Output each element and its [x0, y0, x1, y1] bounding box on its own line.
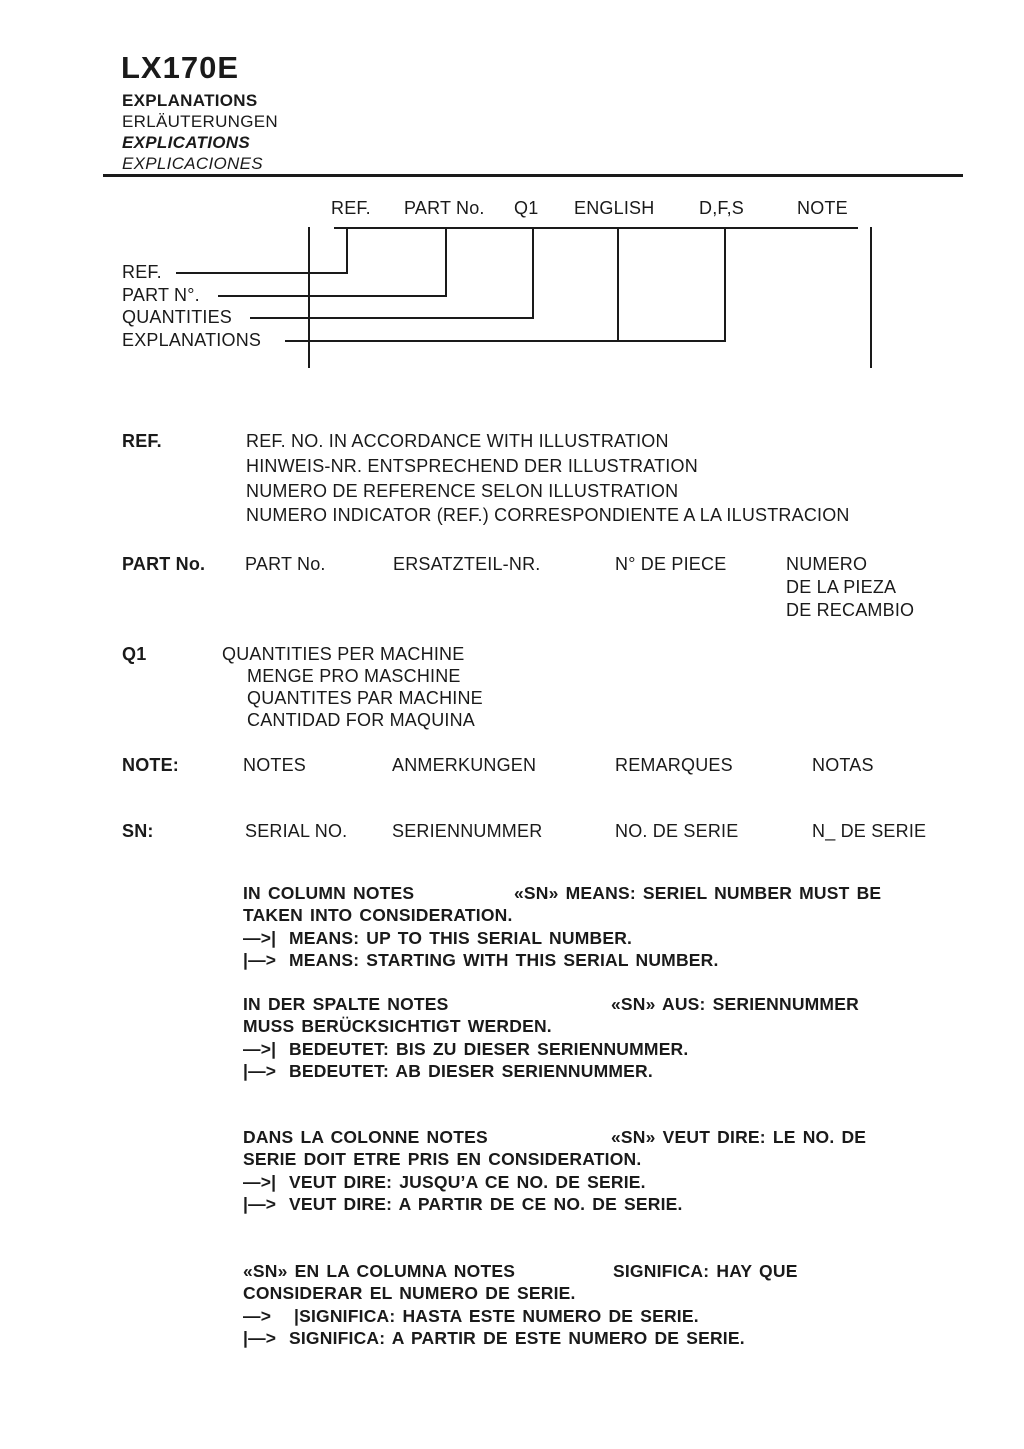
connector-explanations-label-line [285, 340, 726, 342]
def-q1-french: QUANTITES PAR MACHINE [247, 688, 483, 708]
def-q1-term: Q1 [122, 644, 147, 664]
sn-note-es-sn-phrase: SIGNIFICA: HAY QUE [613, 1261, 798, 1281]
connector-q1-drop [532, 227, 534, 319]
row-label-quantities: QUANTITIES [122, 307, 233, 327]
connector-ref-drop [346, 227, 348, 274]
sn-note-en-arrow-from: |—> [243, 950, 277, 970]
sn-note-fr-line2: SERIE DOIT ETRE PRIS EN CONSIDERATION. [243, 1149, 642, 1169]
sn-note-de-from: BEDEUTET: AB DIESER SERIENNUMMER. [289, 1061, 653, 1081]
def-sn-german: SERIENNUMMER [392, 821, 543, 841]
sn-note-fr-sn-phrase: «SN» VEUT DIRE: LE NO. DE [611, 1127, 867, 1147]
def-ref-spanish: NUMERO INDICATOR (REF.) CORRESPONDIENTE … [246, 505, 850, 525]
sn-note-es-arrow-from: |—> [243, 1328, 277, 1348]
def-part-english: PART No. [245, 554, 326, 574]
sn-note-en-arrow-upto: —>| [243, 928, 277, 948]
header-divider [103, 174, 963, 177]
subtitle-french: EXPLICATIONS [122, 133, 250, 152]
sn-note-de-upto: BEDEUTET: BIS ZU DIESER SERIENNUMMER. [289, 1039, 689, 1059]
connector-dfs-drop [724, 227, 726, 342]
def-q1-spanish: CANTIDAD FOR MAQUINA [247, 710, 476, 730]
connector-quantities-label-line [250, 317, 534, 319]
subtitle-english: EXPLANATIONS [122, 91, 258, 110]
def-sn-spanish: N_ DE SERIE [812, 821, 927, 841]
sn-note-en-sn-phrase: «SN» MEANS: SERIEL NUMBER MUST BE [514, 883, 882, 903]
row-label-explanations: EXPLANATIONS [122, 330, 262, 350]
def-q1-german: MENGE PRO MASCHINE [247, 666, 461, 686]
sn-note-es-line2: CONSIDERAR EL NUMERO DE SERIE. [243, 1283, 576, 1303]
sn-note-de-arrow-upto: —>| [243, 1039, 277, 1059]
column-header-english: ENGLISH [574, 198, 655, 218]
def-note-term: NOTE: [122, 755, 179, 775]
sn-note-en-upto: MEANS: UP TO THIS SERIAL NUMBER. [289, 928, 633, 948]
sn-note-es-arrow-upto: —> [243, 1306, 272, 1326]
def-part-german: ERSATZTEIL-NR. [393, 554, 541, 574]
column-header-part: PART No. [404, 198, 485, 218]
def-part-spanish-line2: DE LA PIEZA [786, 577, 897, 597]
def-ref-term: REF. [122, 431, 162, 451]
def-ref-german: HINWEIS-NR. ENTSPRECHEND DER ILLUSTRATIO… [246, 456, 698, 476]
connector-english-drop [617, 227, 619, 342]
sn-note-en-intro: IN COLUMN NOTES [243, 883, 415, 903]
sn-note-es-upto: |SIGNIFICA: HASTA ESTE NUMERO DE SERIE. [294, 1306, 699, 1326]
def-sn-english: SERIAL NO. [245, 821, 348, 841]
def-part-term: PART No. [122, 554, 206, 574]
def-note-german: ANMERKUNGEN [392, 755, 537, 775]
sn-note-fr-from: VEUT DIRE: A PARTIR DE CE NO. DE SERIE. [289, 1194, 683, 1214]
def-note-english: NOTES [243, 755, 307, 775]
column-header-q1: Q1 [514, 198, 539, 218]
def-q1-english: QUANTITIES PER MACHINE [222, 644, 465, 664]
legend-right-border-line [870, 227, 872, 368]
row-label-part: PART N°. [122, 285, 200, 305]
sn-note-de-intro: IN DER SPALTE NOTES [243, 994, 449, 1014]
def-part-spanish-line3: DE RECAMBIO [786, 600, 915, 620]
sn-note-en-line2: TAKEN INTO CONSIDERATION. [243, 905, 513, 925]
column-header-ref: REF. [331, 198, 371, 218]
def-sn-term: SN: [122, 821, 154, 841]
sn-note-en-from: MEANS: STARTING WITH THIS SERIAL NUMBER. [289, 950, 719, 970]
legend-left-border-line [308, 227, 310, 368]
sn-note-fr-arrow-upto: —>| [243, 1172, 277, 1192]
legend-header-line [334, 227, 858, 229]
def-note-spanish: NOTAS [812, 755, 874, 775]
def-part-spanish-line1: NUMERO [786, 554, 868, 574]
def-part-french: N° DE PIECE [615, 554, 727, 574]
sn-note-fr-intro: DANS LA COLONNE NOTES [243, 1127, 488, 1147]
page-title: LX170E [121, 50, 240, 85]
connector-part-label-line [218, 295, 447, 297]
sn-note-de-line2: MUSS BERÜCKSICHTIGT WERDEN. [243, 1016, 552, 1036]
def-sn-french: NO. DE SERIE [615, 821, 739, 841]
sn-note-fr-arrow-from: |—> [243, 1194, 277, 1214]
subtitle-spanish: EXPLICACIONES [122, 154, 263, 173]
connector-part-drop [445, 227, 447, 297]
def-ref-english: REF. NO. IN ACCORDANCE WITH ILLUSTRATION [246, 431, 669, 451]
sn-note-es-intro: «SN» EN LA COLUMNA NOTES [243, 1261, 516, 1281]
sn-note-es-from: SIGNIFICA: A PARTIR DE ESTE NUMERO DE SE… [289, 1328, 745, 1348]
row-label-ref: REF. [122, 262, 162, 282]
subtitle-german: ERLÄUTERUNGEN [122, 112, 278, 131]
sn-note-fr-upto: VEUT DIRE: JUSQU’A CE NO. DE SERIE. [289, 1172, 646, 1192]
column-header-note: NOTE [797, 198, 848, 218]
def-note-french: REMARQUES [615, 755, 733, 775]
column-header-dfs: D,F,S [699, 198, 745, 218]
connector-ref-label-line [176, 272, 348, 274]
sn-note-de-arrow-from: |—> [243, 1061, 277, 1081]
sn-note-de-sn-phrase: «SN» AUS: SERIENNUMMER [611, 994, 859, 1014]
def-ref-french: NUMERO DE REFERENCE SELON ILLUSTRATION [246, 481, 679, 501]
